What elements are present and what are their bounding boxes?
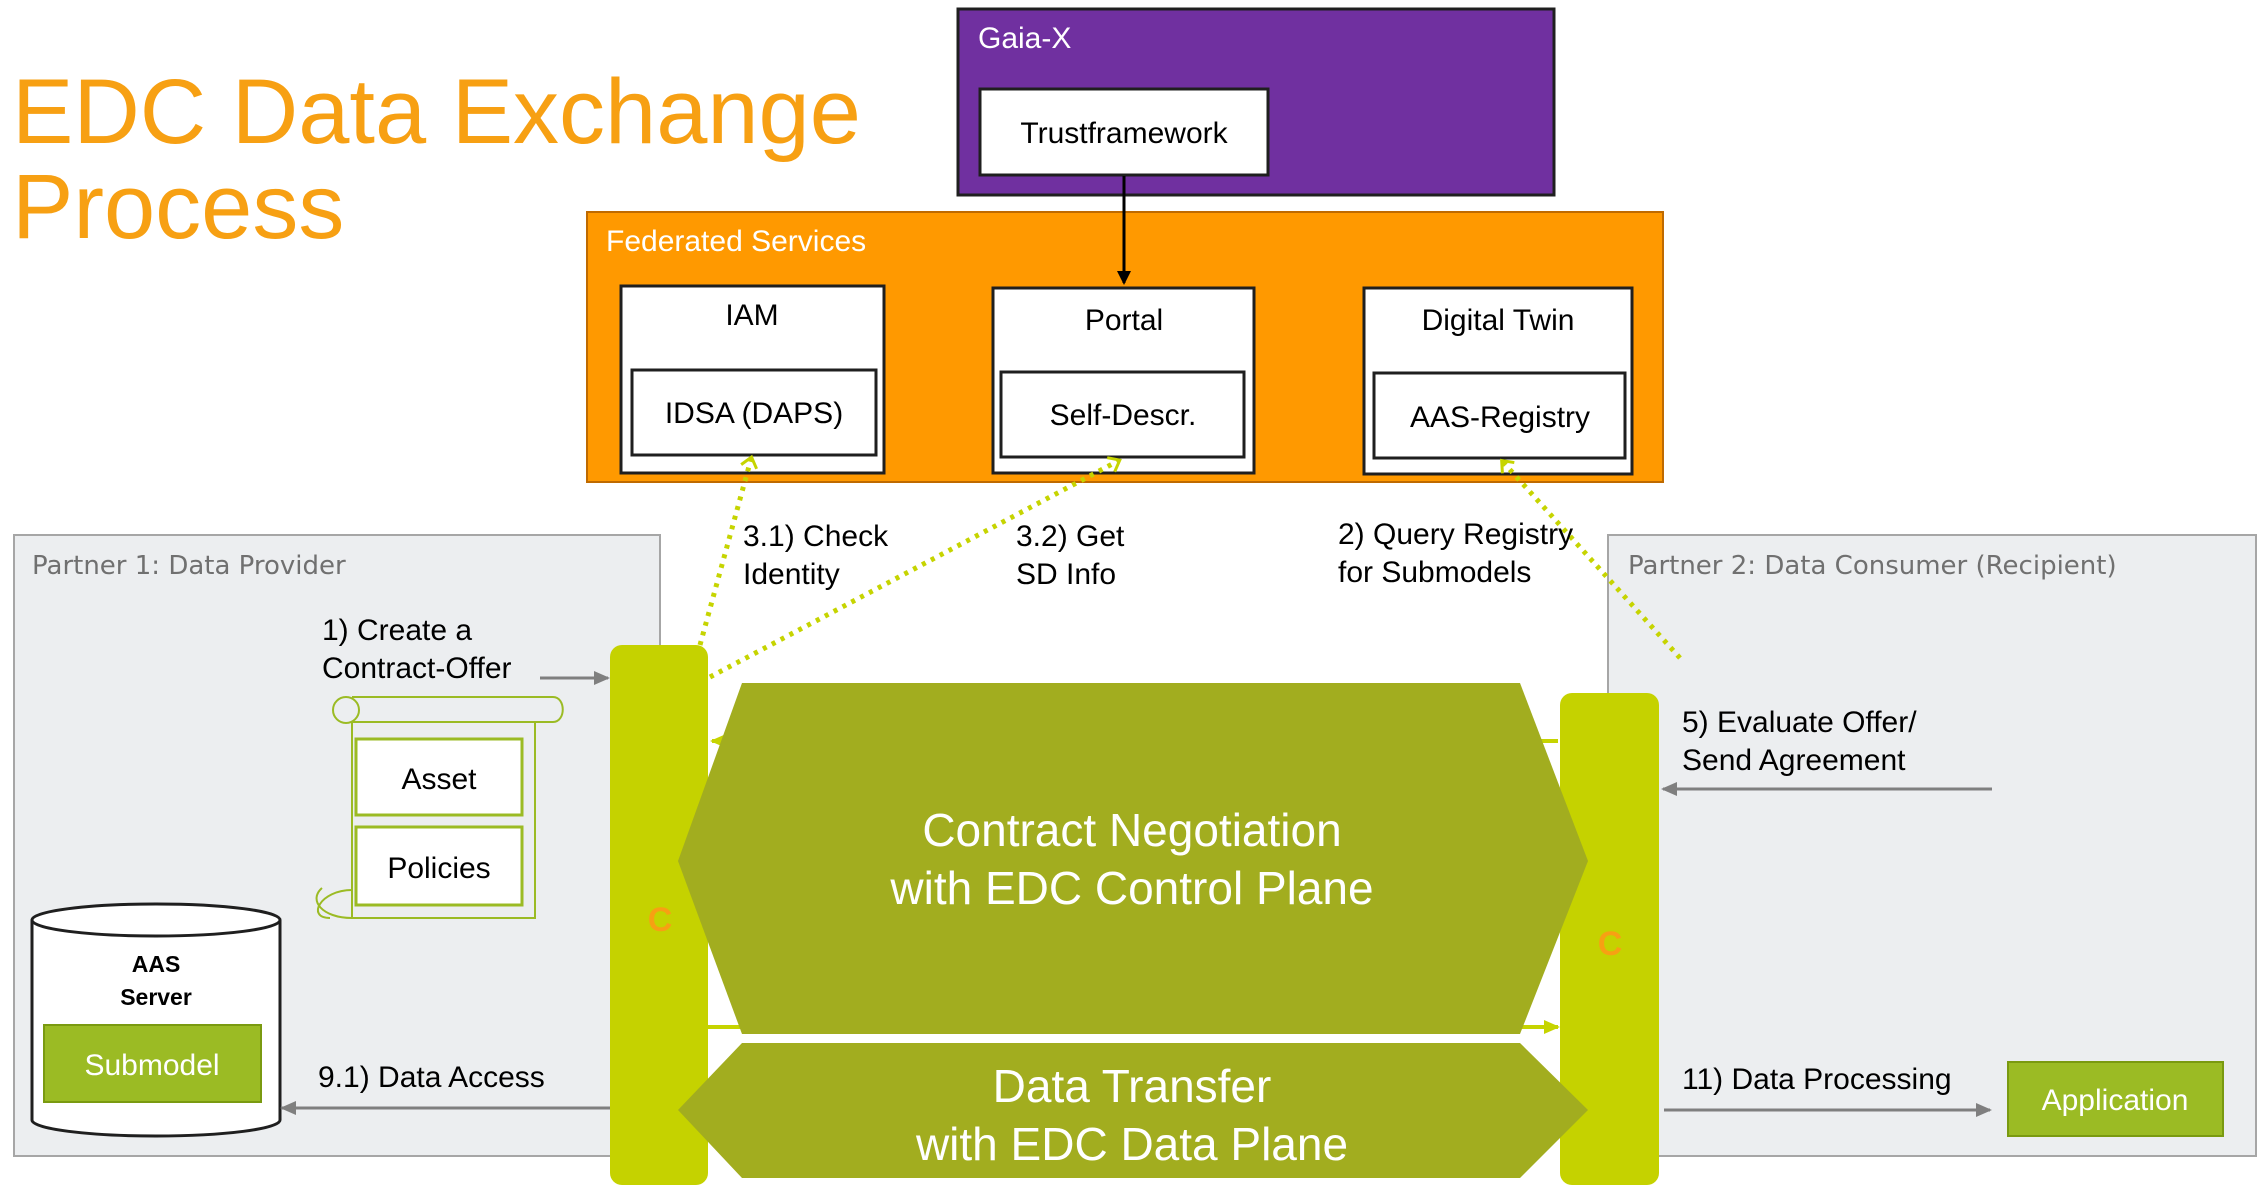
partner2-panel <box>1607 534 2257 1157</box>
aas-registry-label: AAS-Registry <box>1410 401 1590 434</box>
self-descr-label: Self-Descr. <box>1050 399 1197 432</box>
step1-line2: Contract-Offer <box>322 652 512 685</box>
submodel-label: Submodel <box>84 1049 219 1082</box>
aas-registry-box <box>1372 371 1627 460</box>
provider-connector-letter: C <box>648 901 673 939</box>
step31-line1: 3.1) Check <box>743 520 889 553</box>
trustframework-label: Trustframework <box>1020 117 1228 150</box>
self-descr-box <box>999 370 1246 459</box>
step5-line1: 5) Evaluate Offer/ <box>1682 706 1917 739</box>
negotiation-line1: Contract Negotiation <box>922 804 1341 856</box>
portal-title: Portal <box>1085 304 1163 337</box>
idsa-daps-label: IDSA (DAPS) <box>665 397 843 430</box>
iam-title: IAM <box>725 299 778 332</box>
partner1-label: Partner 1: Data Provider <box>32 551 346 581</box>
asset-box <box>354 737 524 817</box>
transfer-line2: with EDC Data Plane <box>915 1118 1348 1170</box>
idsa-daps-box <box>630 368 878 457</box>
step32-line2: SD Info <box>1016 558 1116 591</box>
application-label: Application <box>2042 1084 2189 1117</box>
step1-line1: 1) Create a <box>322 614 472 647</box>
title-line-1: EDC Data Exchange <box>12 61 861 163</box>
step91-label: 9.1) Data Access <box>318 1061 545 1094</box>
policies-box <box>354 825 524 907</box>
title-line-2: Process <box>12 156 344 258</box>
aas-server-line1: AAS <box>132 951 181 977</box>
digital-twin-title: Digital Twin <box>1422 304 1575 337</box>
partner2-label: Partner 2: Data Consumer (Recipient) <box>1628 551 2117 581</box>
aas-server-line2: Server <box>120 984 192 1010</box>
federated-label: Federated Services <box>606 225 866 258</box>
step32-line1: 3.2) Get <box>1016 520 1125 553</box>
contract-offer-scroll <box>315 696 564 919</box>
step2-line1: 2) Query Registry <box>1338 518 1573 551</box>
policies-label: Policies <box>387 852 490 885</box>
trustframework-box <box>978 87 1270 177</box>
submodel-box <box>43 1024 262 1103</box>
step5-line2: Send Agreement <box>1682 744 1906 777</box>
negotiation-line2: with EDC Control Plane <box>889 862 1373 914</box>
gaiax-label: Gaia-X <box>978 22 1071 55</box>
step2-line2: for Submodels <box>1338 556 1531 589</box>
contract-negotiation-shape <box>678 683 1588 1034</box>
application-box <box>2007 1061 2224 1137</box>
consumer-connector-letter: C <box>1598 925 1623 963</box>
asset-label: Asset <box>401 763 477 796</box>
check-identity-arrow <box>697 454 758 646</box>
data-transfer-shape <box>678 1043 1588 1178</box>
step11-label: 11) Data Processing <box>1682 1063 1952 1096</box>
consumer-connector <box>1560 693 1659 1185</box>
step31-line2: Identity <box>743 558 840 591</box>
get-sd-info-arrow <box>708 456 1122 680</box>
provider-connector <box>610 645 708 1185</box>
query-registry-arrow <box>1500 458 1682 660</box>
transfer-line1: Data Transfer <box>993 1060 1272 1112</box>
